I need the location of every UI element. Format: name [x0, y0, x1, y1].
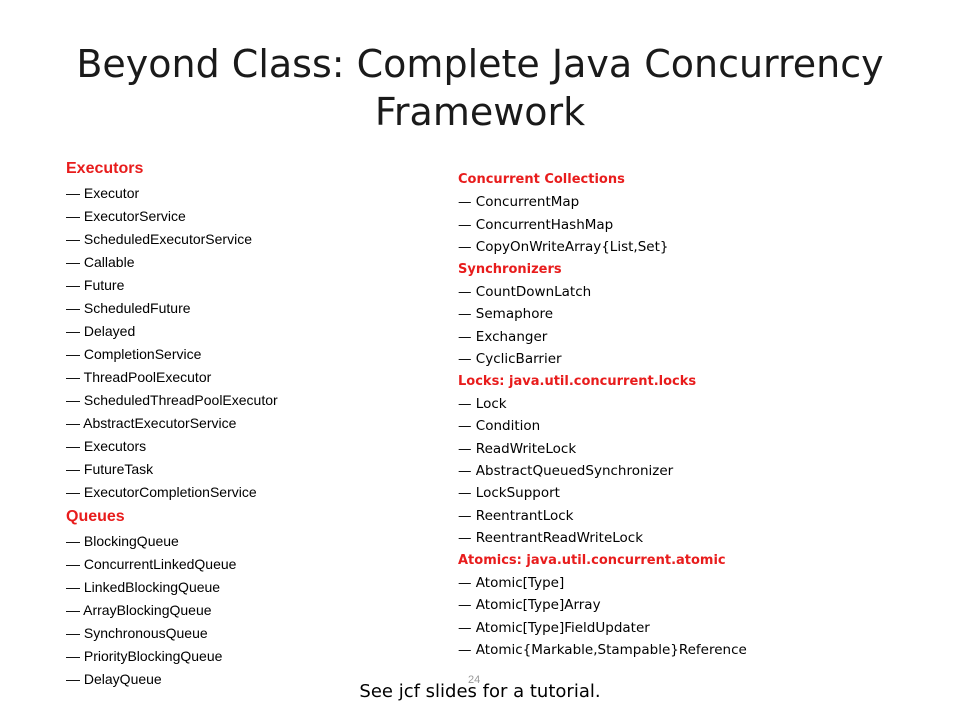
list-item: — Condition — [458, 418, 541, 435]
list-item: — Atomic[Type]FieldUpdater — [458, 619, 650, 636]
list-item: — AbstractExecutorService — [66, 415, 237, 431]
list-item: — Atomic[Type] — [458, 575, 565, 592]
list-item: — SynchronousQueue — [66, 625, 208, 641]
list-item: — ArrayBlockingQueue — [66, 602, 212, 618]
section-heading: Atomics: java.util.concurrent.atomic — [458, 552, 726, 568]
list-item: — ExecutorCompletionService — [66, 484, 257, 500]
left-column: Executors — Executor — ExecutorService — Sc… — [66, 156, 436, 691]
list-item: — CopyOnWriteArray{List,Set} — [458, 239, 669, 256]
list-item: — Atomic{Markable,Stampable}Reference — [458, 642, 747, 659]
list-item: — DelayQueue — [66, 671, 162, 687]
section-heading: Locks: java.util.concurrent.locks — [458, 373, 697, 389]
list-item: — LinkedBlockingQueue — [66, 579, 221, 595]
list-item: — Callable — [66, 254, 135, 270]
list-item: — PriorityBlockingQueue — [66, 648, 223, 664]
list-item: — ConcurrentLinkedQueue — [66, 556, 237, 572]
section-heading: Queues — [66, 508, 125, 525]
page-number: 24 — [468, 674, 481, 686]
list-item: — ScheduledExecutorService — [66, 231, 252, 247]
list-item: — Lock — [458, 395, 507, 412]
list-item: — CountDownLatch — [458, 283, 592, 300]
list-item: — Executors — [66, 438, 147, 454]
section-heading: Synchronizers — [458, 261, 562, 277]
list-item: — ExecutorService — [66, 208, 186, 224]
section-heading: Executors — [66, 160, 144, 177]
list-item: — CyclicBarrier — [458, 351, 562, 368]
list-item: — Exchanger — [458, 328, 548, 345]
list-item: — Future — [66, 277, 125, 293]
list-item: — ThreadPoolExecutor — [66, 369, 212, 385]
list-item: — CompletionService — [66, 346, 202, 362]
list-item: — ScheduledFuture — [66, 300, 191, 316]
list-item: — Semaphore — [458, 306, 554, 323]
list-item: — ReentrantReadWriteLock — [458, 530, 644, 547]
list-item: — BlockingQueue — [66, 533, 179, 549]
list-item: — LockSupport — [458, 485, 560, 502]
list-item: — ReadWriteLock — [458, 440, 577, 457]
slide-title: Beyond Class: Complete Java Concurrency … — [76, 42, 884, 134]
list-item: — AbstractQueuedSynchronizer — [458, 463, 674, 480]
list-item: — ReentrantLock — [458, 507, 574, 524]
list-item: — Atomic[Type]Array — [458, 597, 601, 614]
list-item: — ScheduledThreadPoolExecutor — [66, 392, 278, 408]
list-item: — Executor — [66, 185, 140, 201]
section-heading: Concurrent Collections — [458, 172, 625, 187]
list-item: — Delayed — [66, 323, 136, 339]
list-item: — ConcurrentMap — [458, 194, 580, 211]
list-item: — ConcurrentHashMap — [458, 216, 614, 233]
list-item: — FutureTask — [66, 461, 154, 477]
right-column: Concurrent Collections — ConcurrentMap — C… — [458, 169, 918, 662]
slide-footer: See jcf slides for a tutorial. — [359, 681, 601, 702]
